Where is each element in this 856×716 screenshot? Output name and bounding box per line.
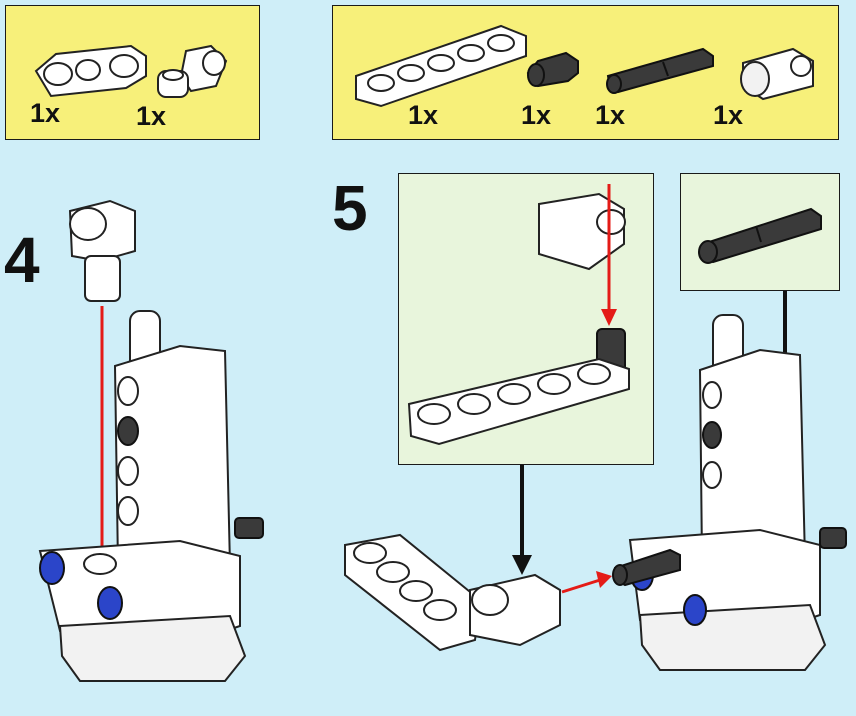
qty-label: 1x <box>408 100 439 130</box>
pin-connector-icon <box>157 44 228 98</box>
callout-subassembly <box>398 173 654 465</box>
callout-axle-pin <box>680 173 840 291</box>
beam-icon <box>355 24 527 108</box>
qty-label: 1x <box>521 100 552 130</box>
qty-label: 1x <box>595 100 626 130</box>
dark-pin-icon <box>526 51 579 88</box>
qty-label: 1x <box>713 100 744 130</box>
step4-assembly <box>38 199 264 682</box>
qty-label: 1x <box>30 98 61 128</box>
model-right <box>612 314 847 671</box>
pin-connector-icon <box>68 199 136 302</box>
step-number: 5 <box>332 172 368 244</box>
parts-list-step5: 1x 1x 1x 1x <box>332 5 839 140</box>
base-assembly <box>38 517 264 682</box>
callout-parts <box>407 184 630 446</box>
step-number: 4 <box>4 224 40 296</box>
axle-pin-icon <box>698 207 822 264</box>
qty-label: 1x <box>136 101 167 131</box>
axle-connector-icon <box>740 47 814 101</box>
axle-pin-icon <box>606 47 714 94</box>
beam-subassembly <box>344 533 561 652</box>
double-lift-arm-icon <box>34 44 147 98</box>
parts-list-step4: 1x 1x <box>5 5 260 140</box>
